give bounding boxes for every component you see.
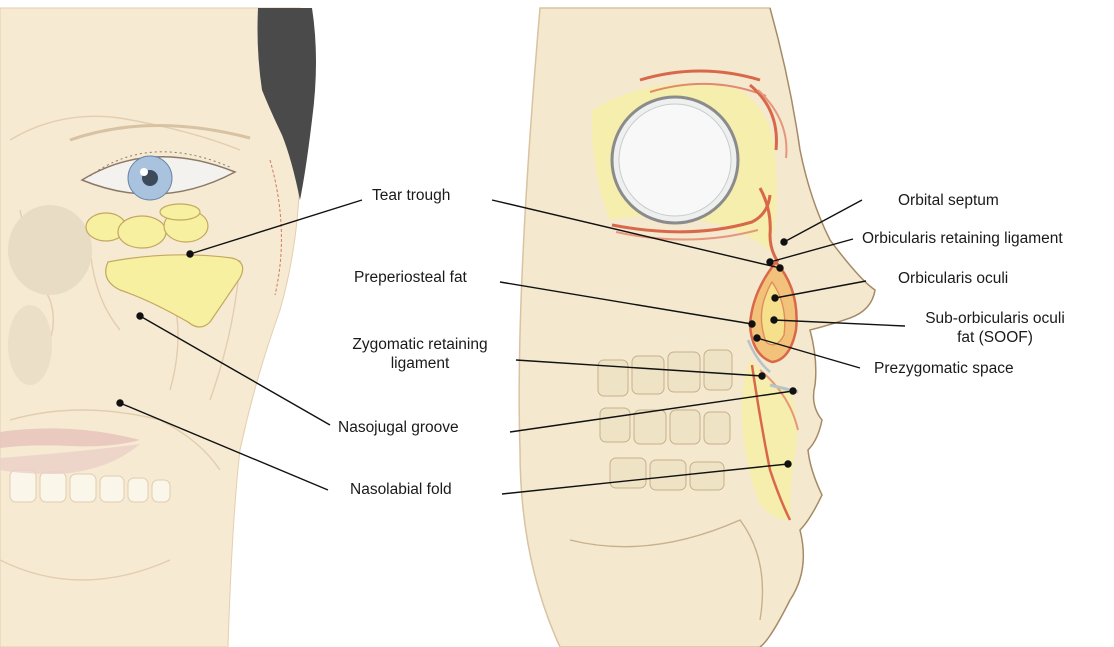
marker-tear-trough-right	[777, 265, 783, 271]
skull-orbit-shadow	[8, 205, 92, 295]
marker-nasolabial	[117, 400, 123, 406]
marker-orbicularis-retaining	[767, 259, 773, 265]
label-soof: Sub-orbicularis oculi fat (SOOF)	[900, 309, 1090, 347]
label-orbicularis-oculi: Orbicularis oculi	[898, 269, 1008, 288]
label-zygomatic-line1: Zygomatic retaining	[330, 335, 510, 354]
label-prezygomatic-space: Prezygomatic space	[874, 359, 1014, 378]
marker-nasojugal	[137, 313, 143, 319]
marker-prezygomatic	[754, 335, 760, 341]
eyeball-inner	[619, 104, 731, 216]
eye-highlight	[140, 168, 148, 176]
marker-tear-trough	[187, 251, 193, 257]
label-orbital-septum: Orbital septum	[898, 191, 999, 210]
marker-orbicularis-oculi	[772, 295, 778, 301]
label-zygomatic-line2: ligament	[330, 354, 510, 373]
label-nasojugal-groove: Nasojugal groove	[338, 418, 459, 437]
label-soof-line2: fat (SOOF)	[900, 328, 1090, 347]
label-tear-trough: Tear trough	[372, 186, 450, 205]
label-soof-line1: Sub-orbicularis oculi	[900, 309, 1090, 328]
marker-zygomatic	[759, 373, 765, 379]
marker-soof	[771, 317, 777, 323]
label-orbicularis-retaining-ligament: Orbicularis retaining ligament	[862, 229, 1063, 248]
frontal-face	[0, 8, 316, 647]
sagittal-section	[519, 8, 875, 647]
marker-nasolabial-right	[785, 461, 791, 467]
label-nasolabial-fold: Nasolabial fold	[350, 480, 452, 499]
label-preperiosteal-fat: Preperiosteal fat	[354, 268, 467, 287]
marker-preperiosteal	[749, 321, 755, 327]
label-zygomatic-retaining-ligament: Zygomatic retaining ligament	[330, 335, 510, 373]
marker-orbital-septum	[781, 239, 787, 245]
marker-nasojugal-right	[790, 388, 796, 394]
skull-nasal-shadow	[8, 305, 52, 385]
